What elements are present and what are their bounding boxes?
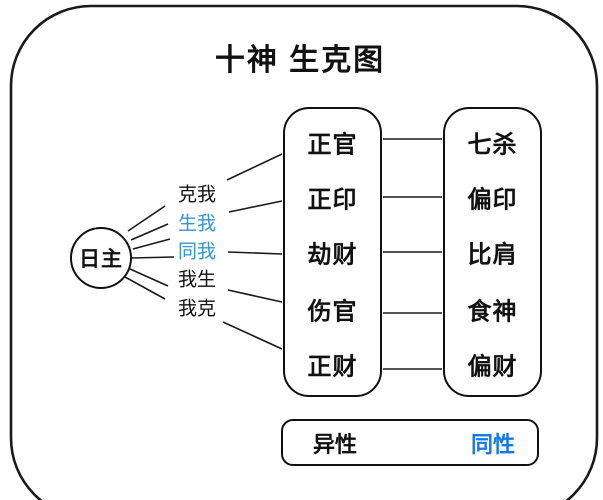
relation-label-kewo: 克我 <box>175 179 219 207</box>
fan-lines <box>124 205 175 300</box>
right-item-piancai: 偏财 <box>467 353 518 381</box>
outer-border <box>9 4 599 500</box>
right-column-box: 七杀 偏印 比肩 食神 偏财 <box>443 107 542 397</box>
day-master-label: 日主 <box>79 248 123 271</box>
legend-opposite-label: 异性 <box>312 432 358 457</box>
diagram-title: 十神 生克图 <box>214 44 386 77</box>
line-kewo-zhengguan <box>226 153 283 181</box>
line-tongwo-jiecai <box>227 251 283 255</box>
fan-line-4 <box>130 256 175 259</box>
middle-column-box: 正官 正印 劫财 伤官 正财 <box>283 107 382 397</box>
fan-line-3 <box>132 238 171 250</box>
fan-line-6 <box>124 276 166 300</box>
relation-label-wosheng: 我生 <box>175 264 219 292</box>
middle-item-jiecai: 劫财 <box>307 241 358 269</box>
middle-item-zhengyin: 正印 <box>307 186 358 214</box>
middle-item-zhengguan: 正官 <box>307 131 358 159</box>
fan-line-1 <box>127 205 166 232</box>
line-woke-zhengcai <box>222 321 283 350</box>
right-item-shishen: 食神 <box>467 298 518 326</box>
relation-to-box-lines <box>222 153 283 350</box>
day-master-node: 日主 <box>70 227 132 289</box>
legend-box: 异性 同性 <box>281 419 539 466</box>
right-item-pianyin: 偏印 <box>467 186 518 214</box>
fan-line-2 <box>130 223 169 241</box>
relation-label-tongwo: 同我 <box>175 236 219 264</box>
legend-same-label: 同性 <box>470 432 516 457</box>
column-connectors <box>383 138 442 370</box>
middle-item-zhengcai: 正财 <box>307 353 358 381</box>
fan-line-5 <box>129 268 169 287</box>
middle-item-shangguan: 伤官 <box>307 298 358 326</box>
line-shengwo-zhengyin <box>228 200 283 213</box>
line-wosheng-shangguan <box>227 289 283 303</box>
relation-label-woke: 我克 <box>175 293 219 321</box>
right-item-bijian: 比肩 <box>467 241 518 269</box>
relation-label-shengwo: 生我 <box>175 208 219 236</box>
right-item-qisha: 七杀 <box>467 131 518 159</box>
